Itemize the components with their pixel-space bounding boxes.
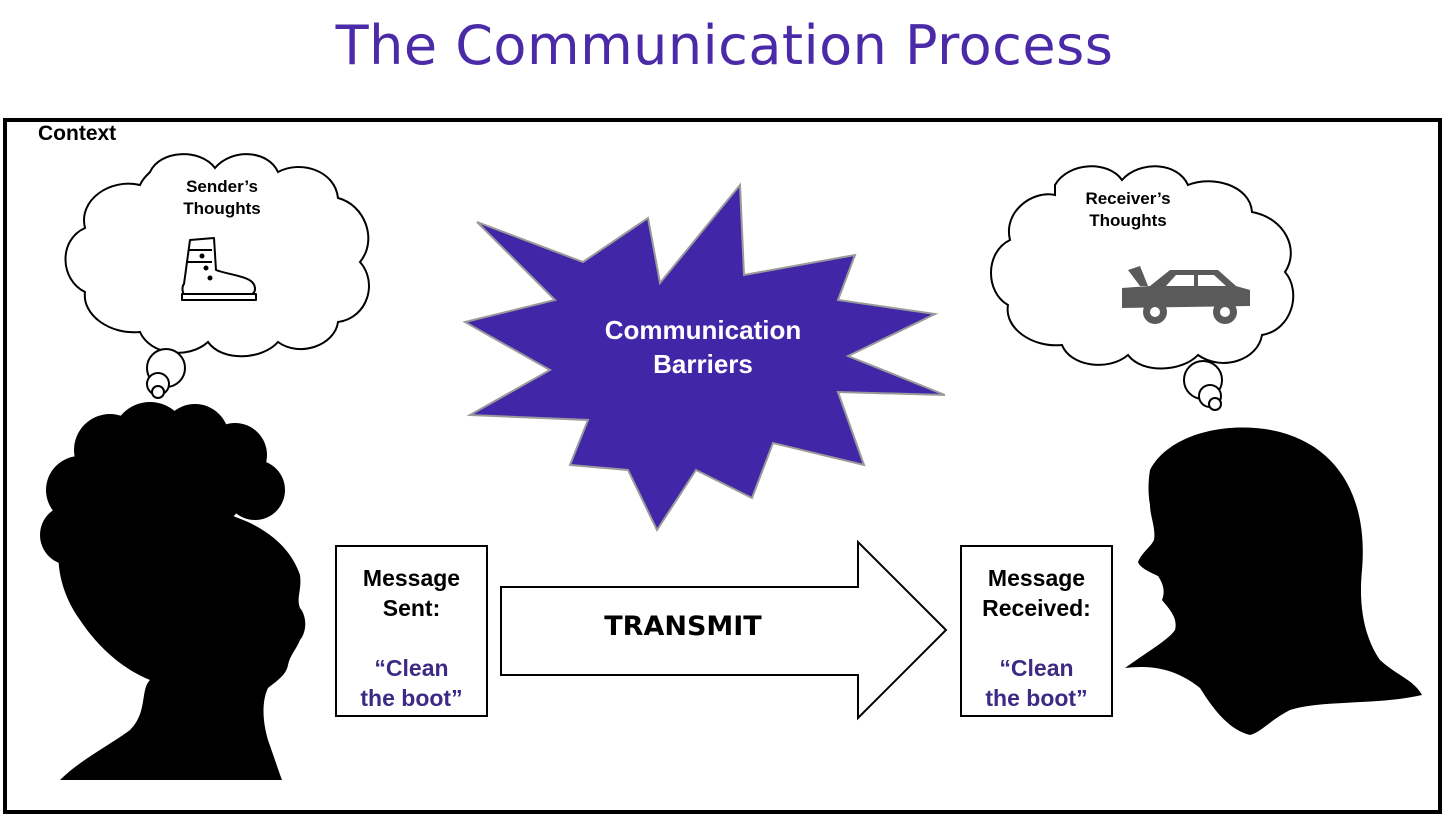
message-sent-quote2: the boot” xyxy=(360,685,463,711)
context-frame xyxy=(3,118,1442,814)
message-sent-line1: Message xyxy=(362,565,461,591)
receiver-thoughts-line2: Thoughts xyxy=(1089,211,1167,230)
message-sent-box: Message Sent: “Clean the boot” xyxy=(335,545,488,717)
sender-thoughts-line2: Thoughts xyxy=(183,199,261,218)
message-received-box: Message Received: “Clean the boot” xyxy=(960,545,1113,717)
transmit-label: TRANSMIT xyxy=(604,611,762,642)
car-icon xyxy=(1122,266,1250,324)
page-title: The Communication Process xyxy=(335,14,1114,77)
transmit-arrow xyxy=(500,539,948,721)
context-label: Context xyxy=(38,122,117,145)
message-sent-quote1: “Clean xyxy=(374,655,449,681)
boot-icon xyxy=(181,237,257,301)
sender-thought-cloud xyxy=(64,153,370,399)
message-received-line2: Received: xyxy=(982,595,1091,621)
message-sent-line2: Sent: xyxy=(382,595,441,621)
barrier-line1: Communication xyxy=(604,315,802,345)
barrier-label: Communication Barriers xyxy=(563,313,843,381)
message-received-quote2: the boot” xyxy=(985,685,1088,711)
sender-silhouette xyxy=(40,402,306,780)
barrier-starburst xyxy=(462,182,946,533)
sender-thoughts-line1: Sender’s xyxy=(186,177,258,196)
message-received-quote1: “Clean xyxy=(999,655,1074,681)
receiver-thoughts-line1: Receiver’s xyxy=(1085,189,1171,208)
receiver-thoughts-label: Receiver’s Thoughts xyxy=(1068,188,1188,232)
sender-thoughts-label: Sender’s Thoughts xyxy=(162,176,282,220)
message-received-line1: Message xyxy=(987,565,1086,591)
receiver-silhouette xyxy=(1125,427,1422,735)
barrier-line2: Barriers xyxy=(653,349,753,379)
